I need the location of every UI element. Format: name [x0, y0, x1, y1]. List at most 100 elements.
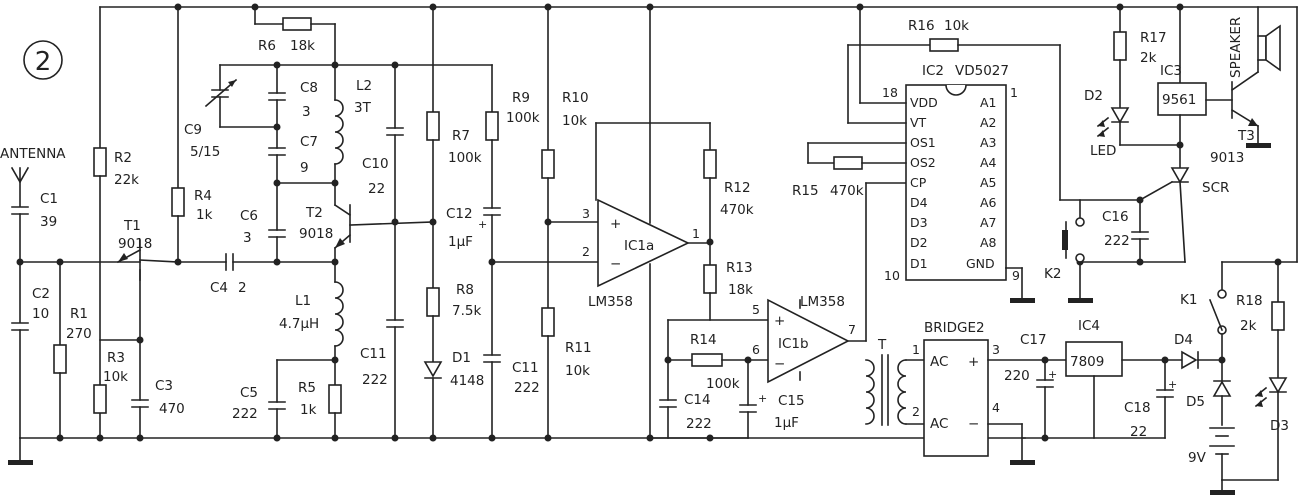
ic4-name: IC4	[1078, 318, 1100, 334]
t3-transistor	[1230, 70, 1271, 148]
c3-value: 470	[159, 401, 185, 417]
ic1b-pin-plus: 5	[752, 302, 760, 317]
t2-value: 9018	[299, 226, 333, 242]
svg-text:−: −	[774, 356, 785, 372]
transformer-label: T	[877, 337, 887, 353]
c18-name: C18	[1124, 400, 1151, 416]
c18-value: 22	[1130, 424, 1147, 440]
ic1a-name: IC1a	[624, 238, 654, 254]
svg-text:A2: A2	[980, 115, 997, 130]
c16-name: C16	[1102, 209, 1129, 225]
svg-text:+: +	[758, 392, 767, 405]
r6-name: R6	[258, 38, 276, 54]
t1-name: T1	[123, 218, 141, 234]
c7-name: C7	[300, 134, 318, 150]
l2-value: 3T	[354, 100, 372, 116]
ic3-name: IC3	[1160, 63, 1182, 79]
c8-value: 3	[302, 104, 311, 120]
speaker-icon	[1257, 6, 1281, 73]
ic2-pin-gnd: 9	[1012, 268, 1020, 283]
ic1b-pin-out: 7	[848, 322, 856, 337]
c17-value: 220	[1004, 368, 1030, 384]
ic1b-name: IC1b	[778, 336, 809, 352]
c5-value: 222	[232, 406, 258, 422]
c15-name: C15	[778, 393, 805, 409]
c4-name: C4	[210, 280, 228, 296]
svg-text:OS1: OS1	[910, 135, 936, 150]
detector-stage: R7 100k R8 7.5k D1 4148 R9 100k + C12 1μ…	[423, 6, 599, 439]
svg-text:VDD: VDD	[910, 95, 938, 110]
r16-name: R16	[908, 18, 935, 34]
r1-name: R1	[70, 306, 88, 322]
r14-value: 100k	[706, 376, 740, 392]
ic1a-pin-out: 1	[692, 226, 700, 241]
c14-name: C14	[684, 392, 711, 408]
d2-name: D2	[1084, 88, 1103, 104]
r9-value: 100k	[506, 110, 540, 126]
d5-name: D5	[1186, 394, 1205, 410]
svg-text:VT: VT	[910, 115, 927, 130]
ic2-pin-vdd: 18	[882, 85, 898, 100]
r17-value: 2k	[1140, 50, 1157, 66]
c12-name: C12	[446, 206, 473, 222]
antenna-icon	[10, 166, 30, 207]
r16-value: 10k	[944, 18, 969, 34]
d1-value: 4148	[450, 373, 484, 389]
r4-name: R4	[194, 188, 212, 204]
r2-value: 22k	[114, 172, 139, 188]
c11a-value: 222	[362, 372, 388, 388]
c14-value: 222	[686, 416, 712, 432]
c8-name: C8	[300, 80, 318, 96]
c15-value: 1μF	[774, 415, 799, 431]
r4-value: 1k	[196, 207, 213, 223]
r7-name: R7	[452, 128, 470, 144]
svg-text:+: +	[1048, 368, 1057, 381]
d4-name: D4	[1174, 332, 1193, 348]
r15-value: 470k	[830, 183, 864, 199]
r9-name: R9	[512, 90, 530, 106]
ic1a-pin-minus: 2	[582, 244, 590, 259]
c6-value: 3	[243, 230, 252, 246]
c9-name: C9	[184, 122, 202, 138]
c9-value: 5/15	[190, 144, 220, 160]
ic2-pin-a1: 1	[1010, 85, 1018, 100]
c2-name: C2	[32, 286, 50, 302]
svg-text:4: 4	[992, 400, 1000, 415]
c4-value: 2	[238, 280, 247, 296]
c1-name: C1	[40, 191, 58, 207]
l1-value: 4.7μH	[279, 316, 319, 332]
t1-transistor	[116, 239, 179, 341]
r7-value: 100k	[448, 150, 482, 166]
scr-label: SCR	[1202, 180, 1229, 196]
l1-name: L1	[295, 293, 311, 309]
c1-value: 39	[40, 214, 57, 230]
r12-name: R12	[724, 180, 751, 196]
svg-text:D3: D3	[910, 215, 928, 230]
svg-text:D1: D1	[910, 256, 928, 271]
c11a-name: C11	[360, 346, 387, 362]
svg-text:A1: A1	[980, 95, 997, 110]
r12-value: 470k	[720, 202, 754, 218]
r6-value: 18k	[290, 38, 315, 54]
r5-value: 1k	[300, 402, 317, 418]
r11-name: R11	[565, 340, 592, 356]
c11b-value: 222	[514, 380, 540, 396]
bridge-name: BRIDGE2	[924, 320, 985, 336]
svg-text:A8: A8	[980, 235, 997, 250]
ic1b-pin-minus: 6	[752, 342, 760, 357]
r17-name: R17	[1140, 30, 1167, 46]
ic2-decoder: IC2 VD5027 VDD VT OS1 OS2 CP D4 D3 D2 D1…	[792, 6, 1141, 283]
d1-name: D1	[452, 350, 471, 366]
r8-value: 7.5k	[452, 303, 481, 319]
svg-text:GND: GND	[966, 256, 995, 271]
svg-text:OS2: OS2	[910, 155, 936, 170]
transformer-icon	[865, 354, 925, 426]
svg-text:1: 1	[912, 342, 920, 357]
power-supply: T BRIDGE2 AC AC + − 1 2 3 4 + C17 220 78…	[865, 261, 1289, 481]
ic2-part: VD5027	[955, 63, 1009, 79]
figure-number: 2	[35, 47, 52, 77]
r2-name: R2	[114, 150, 132, 166]
r13-name: R13	[726, 260, 753, 276]
svg-text:2: 2	[912, 404, 920, 419]
t2-name: T2	[305, 205, 323, 221]
